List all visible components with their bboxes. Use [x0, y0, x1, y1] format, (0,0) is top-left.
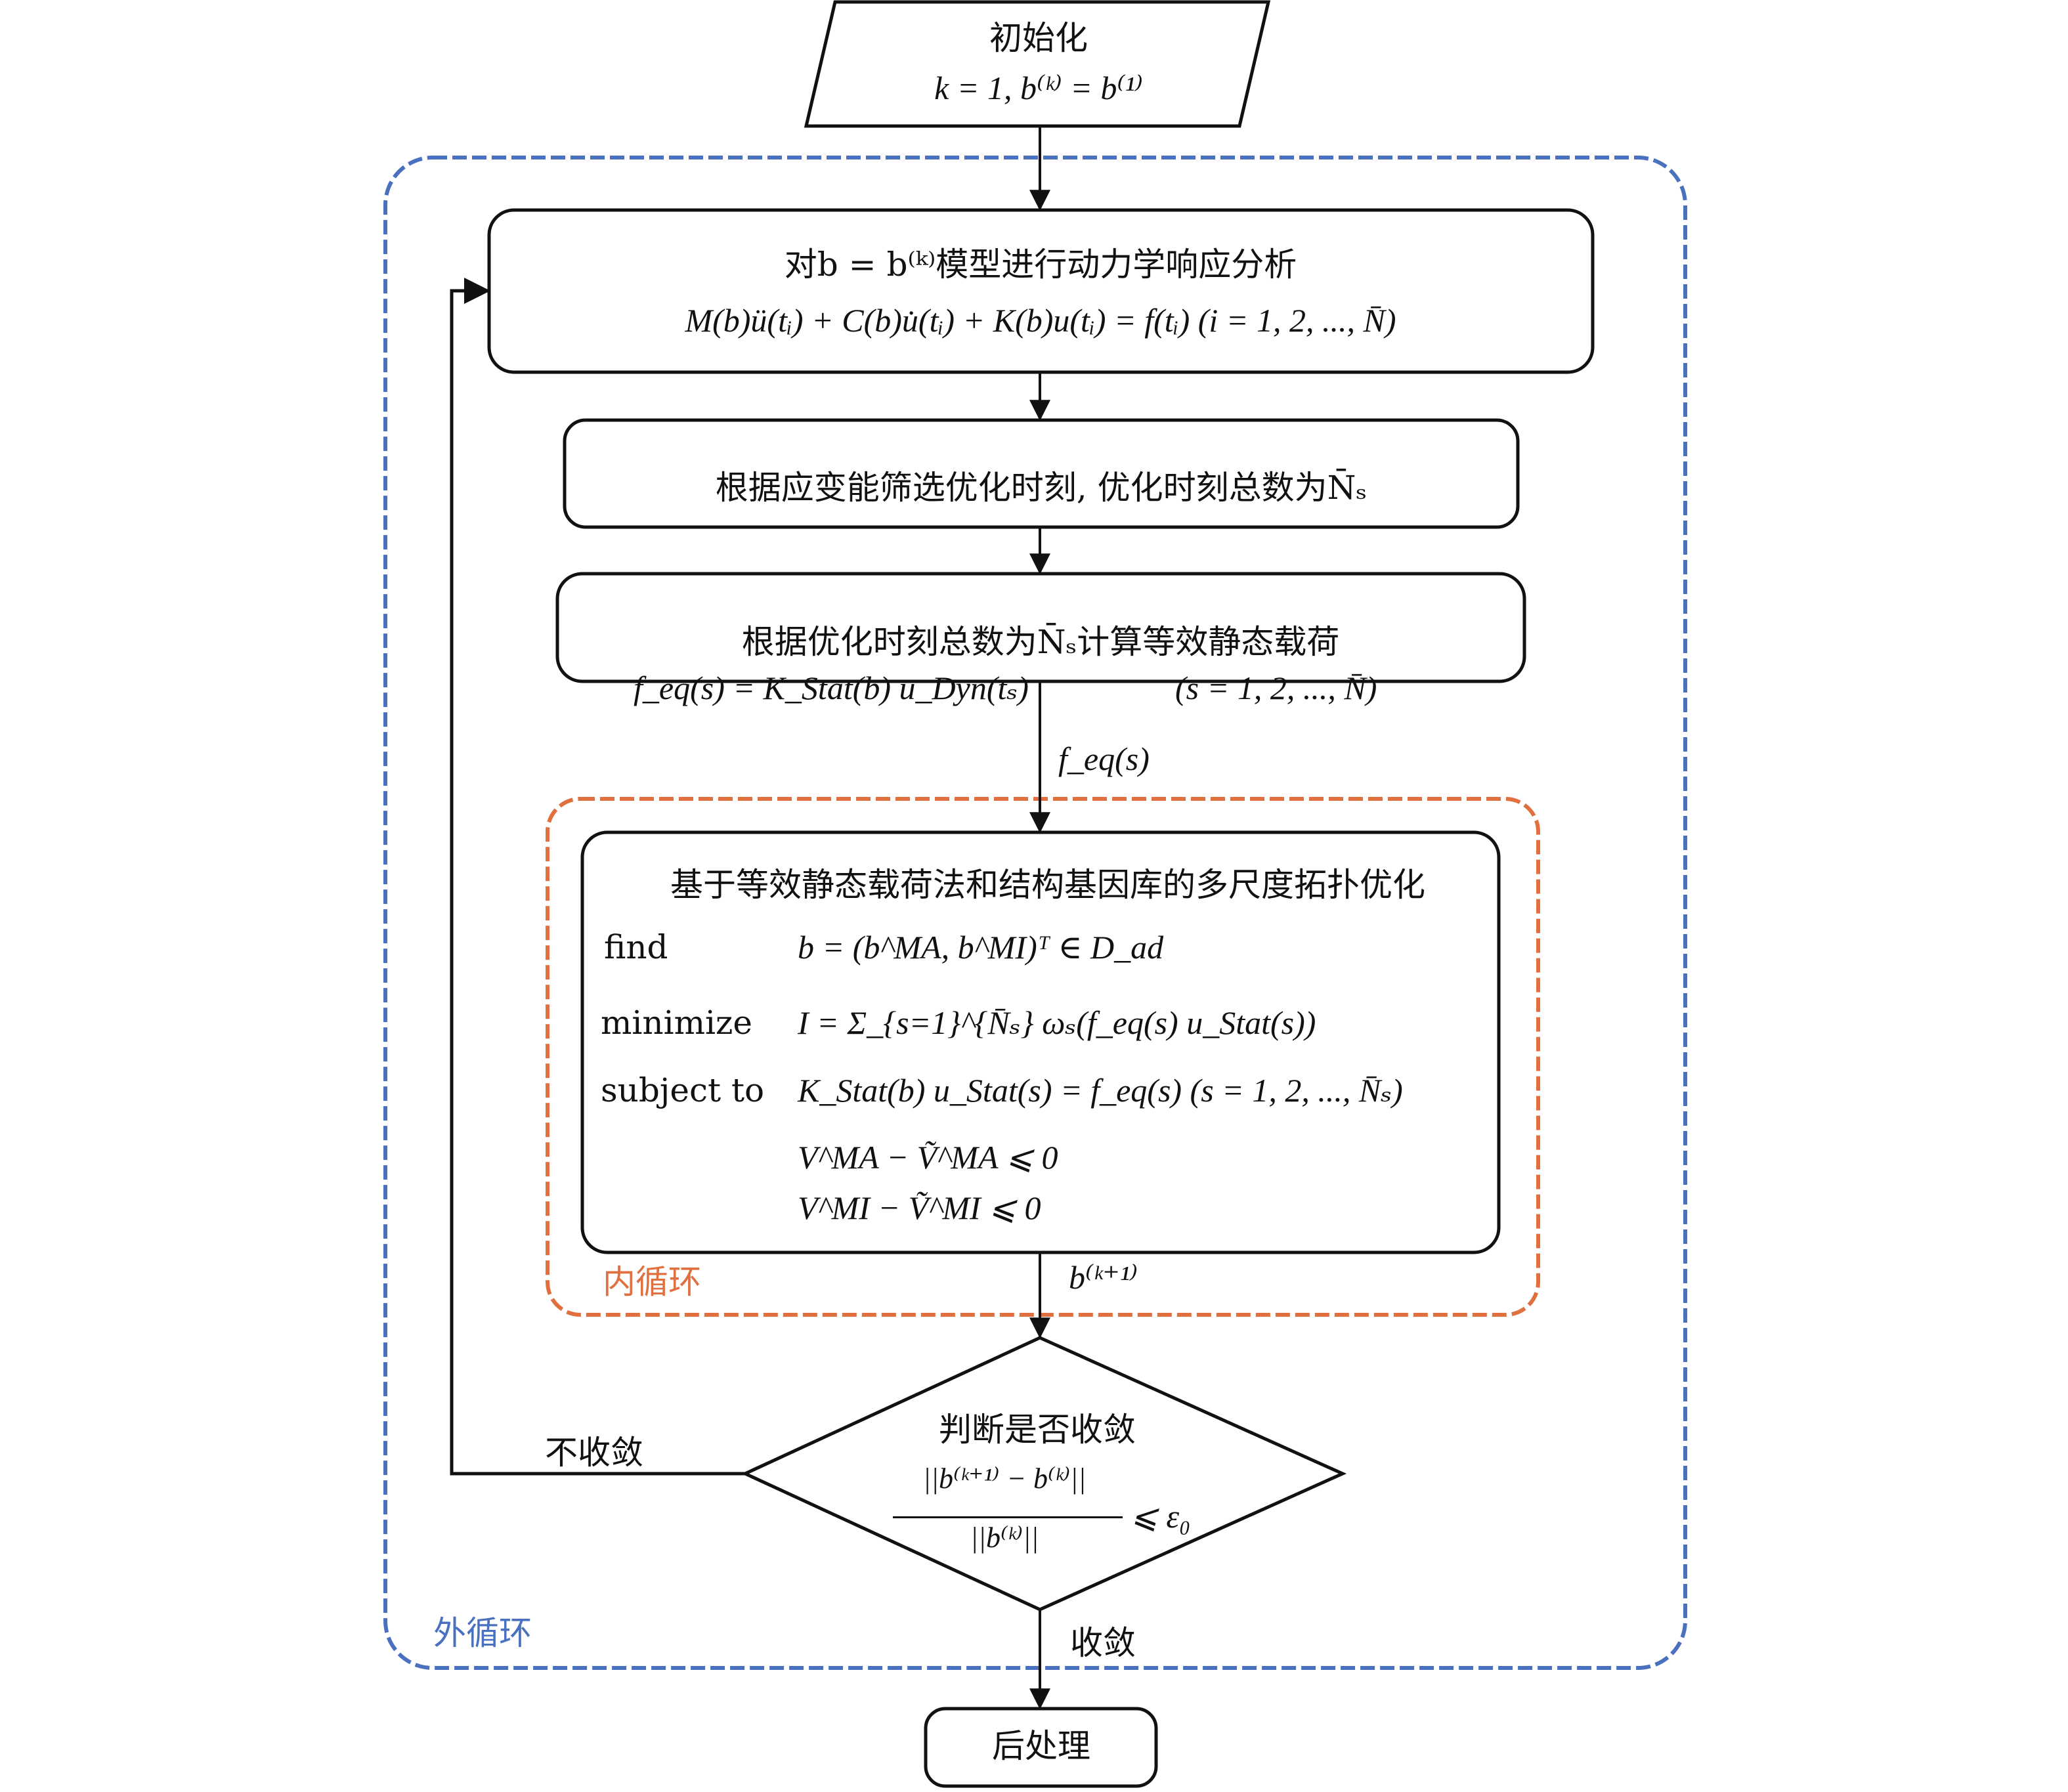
equiv-load-formula: f_eq(s) = K_Stat(b) u_Dyn(tₛ): [634, 670, 1029, 706]
outer-loop-label: 外循环: [433, 1614, 532, 1652]
equiv-load-range: (s = 1, 2, ..., N̄): [1175, 670, 1377, 706]
opt-row-constraint-ma: V^MA − Ṽ^MA ⩽ 0: [798, 1139, 1058, 1176]
opt-row-constraint-mi: V^MI − Ṽ^MI ⩽ 0: [798, 1189, 1041, 1226]
optimization-title: 基于等效静态载荷法和结构基因库的多尺度拓扑优化: [670, 866, 1425, 904]
opt-row-minimize-keyword: minimize: [601, 1004, 752, 1042]
opt-row-subject-expr: K_Stat(b) u_Stat(s) = f_eq(s) (s = 1, 2,…: [798, 1072, 1403, 1109]
opt-row-find-keyword: find: [604, 928, 668, 966]
dynamic-analysis-node-shape: [487, 208, 1595, 374]
inner-loop-label: 内循环: [603, 1263, 701, 1301]
edge-label-b-next: b⁽ᵏ⁺¹⁾: [1069, 1259, 1138, 1296]
opt-row-minimize-expr: I = Σ_{s=1}^{N̄ₛ} ωₛ(f_eq(s) u_Stat(s)): [798, 1004, 1316, 1041]
init-title: 初始化: [989, 19, 1088, 57]
init-formula: k = 1, b⁽ᵏ⁾ = b⁽¹⁾: [934, 70, 1143, 106]
dynamic-analysis-formula: M(b)ü(tᵢ) + C(b)u̇(tᵢ) + K(b)u(tᵢ) = f(t…: [685, 302, 1396, 339]
select-moments-title: 根据应变能筛选优化时刻, 优化时刻总数为N̄ₛ: [715, 469, 1368, 507]
convergence-condition: ⩽ ε₀: [1131, 1498, 1191, 1535]
equiv-load-title: 根据优化时刻总数为N̄ₛ计算等效静态载荷: [741, 623, 1340, 661]
edge-label-f-eq: f_eq(s): [1058, 740, 1150, 777]
outer-loop-boundary: [383, 156, 1687, 1670]
convergence-check-title: 判断是否收敛: [939, 1411, 1136, 1449]
inner-loop-boundary: [546, 797, 1540, 1317]
init-node-shape: [804, 0, 1271, 128]
convergence-denominator: ||b⁽ᵏ⁾||: [970, 1522, 1039, 1554]
fraction-bar: [893, 1516, 1123, 1518]
edge-label-converged: 收敛: [1070, 1624, 1136, 1662]
opt-row-find-expr: b = (b^MA, b^MI)ᵀ ∈ D_ad: [798, 929, 1164, 966]
edge-label-not-converged: 不收敛: [545, 1434, 643, 1472]
post-process-title: 后处理: [992, 1727, 1090, 1765]
convergence-numerator: ||b⁽ᵏ⁺¹⁾ − b⁽ᵏ⁾||: [922, 1462, 1087, 1495]
arrow-loop-back: [450, 278, 745, 1476]
opt-row-subject-keyword: subject to: [601, 1071, 765, 1109]
dynamic-analysis-title: 对b = b⁽ᵏ⁾模型进行动力学响应分析: [784, 245, 1297, 284]
